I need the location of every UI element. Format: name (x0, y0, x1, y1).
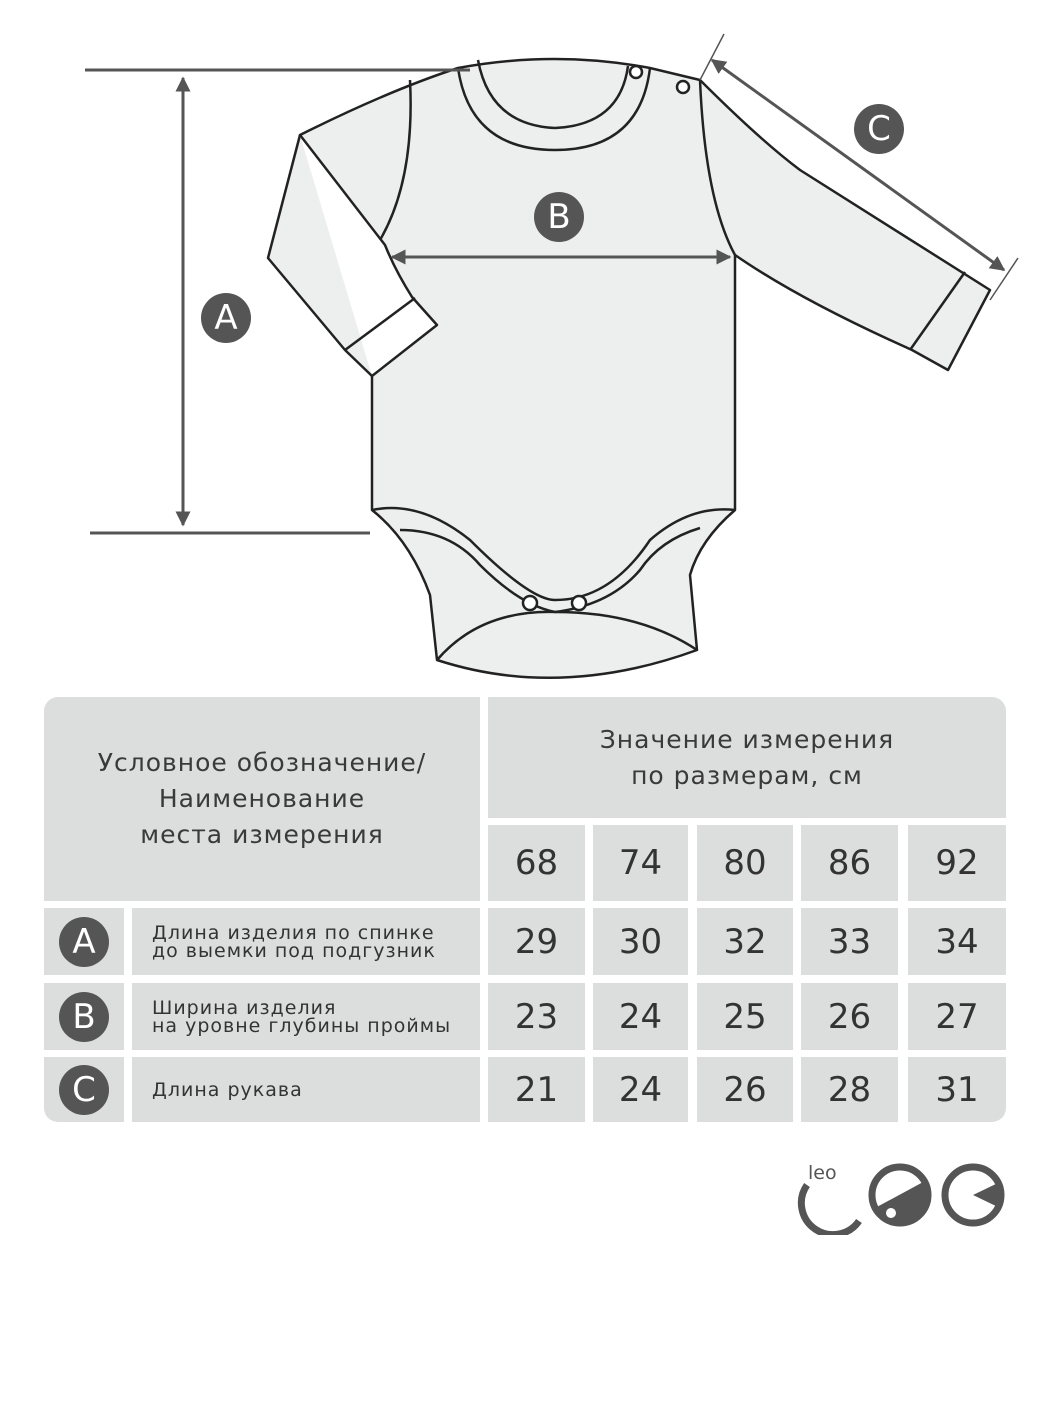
value-cell: 27 (908, 983, 1006, 1050)
letter-badge: C (59, 1064, 109, 1115)
value-cell: 29 (488, 908, 585, 975)
value-cell: 23 (488, 983, 585, 1050)
value-cell: 24 (593, 1057, 688, 1122)
row-name-cell: Длина рукава (132, 1057, 480, 1122)
label-a-badge: A (201, 293, 251, 343)
row-name-line: до выемки под подгузник (152, 939, 436, 962)
value-cell: 31 (908, 1057, 1006, 1122)
header-left-line: места измерения (140, 820, 384, 849)
header-left-line: Наименование (158, 784, 366, 813)
header-left-line: Условное обозначение/ (97, 748, 427, 777)
label-c-badge: C (854, 104, 904, 154)
value-cell: 34 (908, 908, 1006, 975)
value-cell: 24 (593, 983, 688, 1050)
label-b-badge: B (534, 192, 584, 242)
row-letter-cell: A (44, 908, 124, 975)
value-cell: 26 (697, 1057, 793, 1122)
size-header-cell: 92 (908, 825, 1006, 901)
row-letter-cell: C (44, 1057, 124, 1122)
logo-text: leo (808, 1162, 837, 1184)
header-measurement-name: Условное обозначение/ Наименование места… (44, 697, 480, 901)
row-name-line: Ширина изделия (152, 996, 337, 1019)
value-cell: 32 (697, 908, 793, 975)
value-cell: 33 (801, 908, 898, 975)
row-name-line: на уровне глубины проймы (152, 1014, 452, 1037)
row-name-line: Длина изделия по спинке (152, 921, 435, 944)
size-header-cell: 68 (488, 825, 585, 901)
row-letter-cell: B (44, 983, 124, 1050)
measurement-lines (85, 33, 1019, 535)
bodysuit-diagram (85, 33, 1019, 679)
value-cell: 26 (801, 983, 898, 1050)
letter-badge: B (59, 991, 109, 1042)
header-right-line: Значение измерения (599, 724, 895, 754)
size-header-cell: 74 (593, 825, 688, 901)
size-header-cell: 86 (801, 825, 898, 901)
value-cell: 21 (488, 1057, 585, 1122)
value-cell: 28 (801, 1057, 898, 1122)
header-right-line: по размерам, см (631, 760, 863, 790)
row-name-line: Длина рукава (152, 1078, 303, 1101)
value-cell: 30 (593, 908, 688, 975)
value-cell: 25 (697, 983, 793, 1050)
header-size-values: Значение измерения по размерам, см (488, 697, 1006, 818)
leo-logo: leo (797, 1162, 1005, 1235)
letter-badge: A (59, 916, 109, 967)
size-header-cell: 80 (697, 825, 793, 901)
